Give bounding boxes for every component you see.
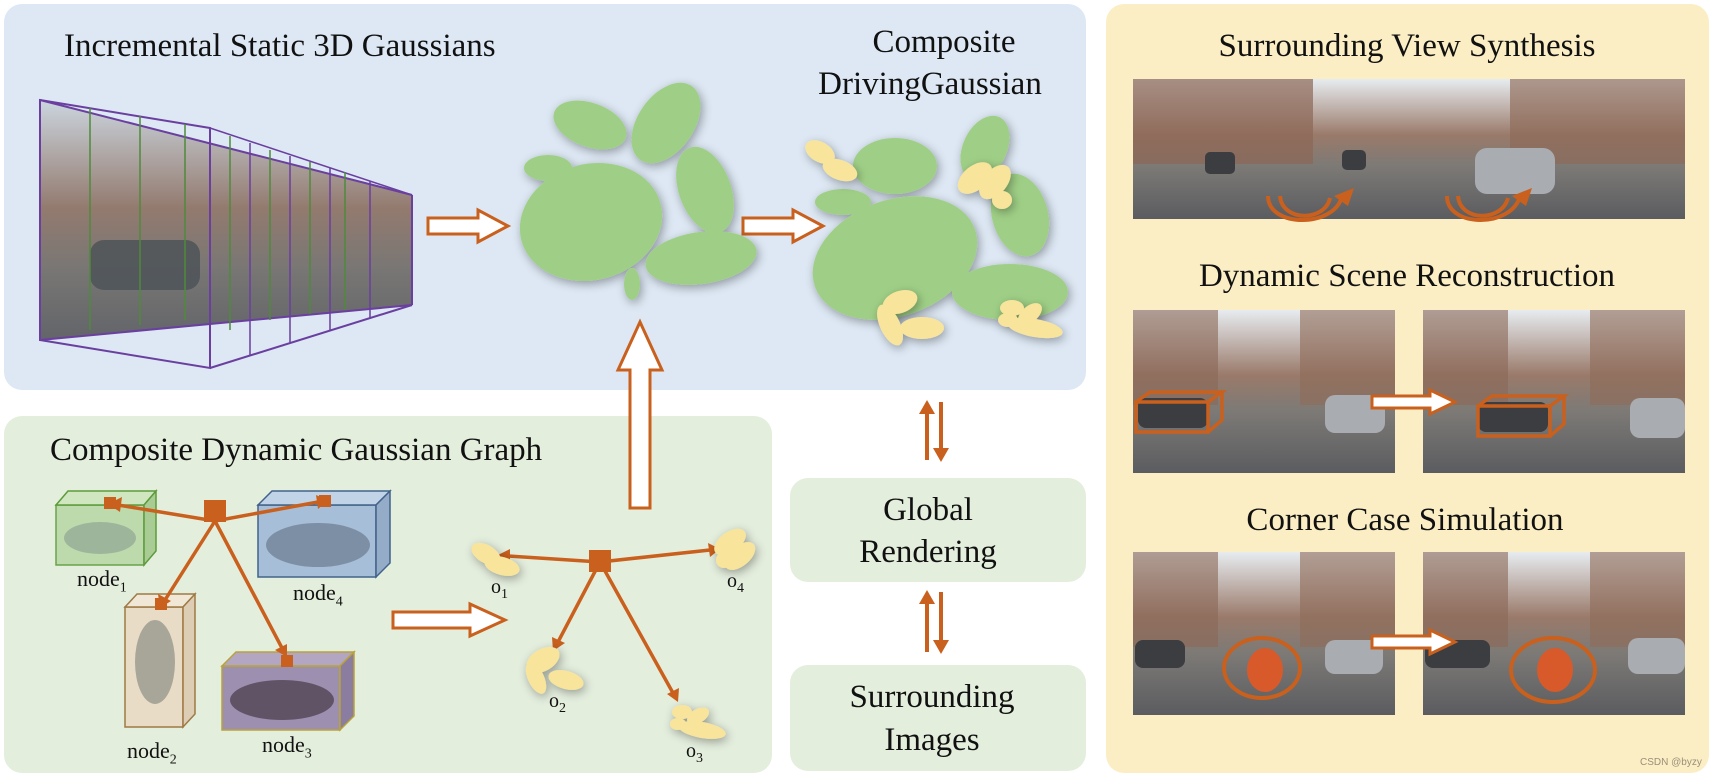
surrounding-images-box — [790, 665, 1086, 771]
composite-title-line1: Composite — [872, 24, 1016, 60]
dynamic-recon-image-1 — [1133, 310, 1395, 473]
surround-view-title: Surrounding View Synthesis — [1218, 28, 1596, 64]
arrow-gaussians-to-composite — [741, 207, 827, 245]
node-2-label: node2 — [127, 738, 177, 768]
arrow-graph-to-objects — [391, 601, 509, 639]
global-rendering-line1: Global — [883, 492, 973, 528]
object-root-cube — [589, 550, 611, 572]
corner-case-title: Corner Case Simulation — [1246, 502, 1564, 538]
composite-title-line2: DrivingGaussian — [818, 66, 1042, 102]
corner-case-image-1 — [1133, 552, 1395, 715]
object-gaussians — [471, 528, 756, 739]
composite-gaussian-cloud — [812, 115, 1068, 320]
node-2-box — [123, 592, 197, 729]
static-frustum — [39, 98, 413, 370]
graph-edges-objects — [498, 543, 720, 702]
object-4-label: o4 — [727, 570, 744, 596]
object-2-label: o2 — [549, 690, 566, 716]
root-node-cube — [204, 500, 226, 522]
node-3-box — [220, 650, 356, 732]
object-1-label: o1 — [491, 576, 508, 602]
global-rendering-line2: Rendering — [859, 534, 997, 570]
global-rendering-box — [790, 478, 1086, 582]
street-scene-image — [40, 100, 412, 340]
node-1-label: node1 — [77, 566, 127, 596]
corner-case-image-2 — [1423, 552, 1685, 715]
car-shape — [90, 240, 200, 290]
dynamic-panel-title: Composite Dynamic Gaussian Graph — [50, 432, 543, 468]
graph-nodes-left — [104, 495, 331, 667]
static-gaussian-cloud — [519, 82, 757, 300]
arrow-static-to-gaussians — [426, 207, 512, 245]
watermark: CSDN @byzy — [1640, 757, 1702, 768]
double-arrow-composite-global — [919, 400, 949, 462]
dynamic-recon-image-2 — [1423, 310, 1685, 473]
object-3-label: o3 — [686, 740, 703, 766]
surrounding-images-line1: Surrounding — [849, 679, 1015, 715]
node-1-box — [54, 488, 158, 568]
node-3-label: node3 — [262, 732, 312, 762]
arrow-dynamic-to-static — [615, 318, 665, 510]
arrow-dynamic-recon — [1370, 387, 1459, 417]
arrow-corner-case — [1370, 627, 1459, 657]
static-panel-title: Incremental Static 3D Gaussians — [64, 28, 496, 64]
dynamic-recon-title: Dynamic Scene Reconstruction — [1198, 258, 1616, 294]
node-4-label: node4 — [293, 580, 343, 610]
surround-view-image — [1133, 79, 1685, 222]
double-arrow-global-images — [919, 590, 949, 654]
surrounding-images-line2: Images — [884, 722, 980, 758]
composite-object-gaussians — [805, 140, 1063, 346]
